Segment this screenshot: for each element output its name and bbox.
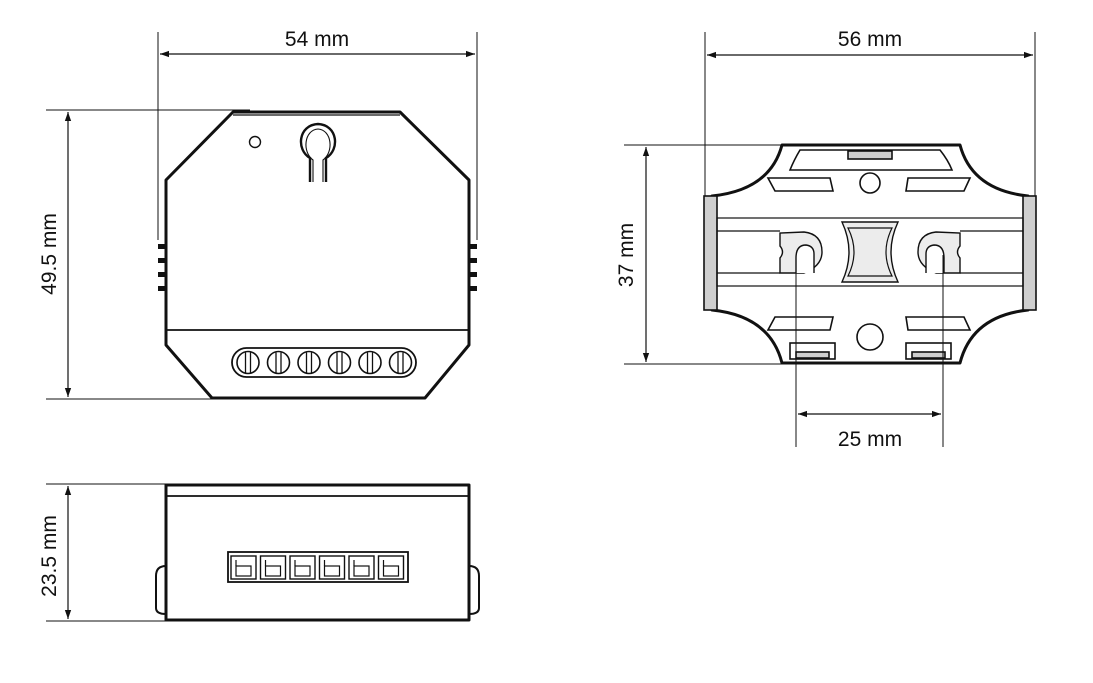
terminal-screw-icon — [327, 350, 352, 375]
terminal-opening-icon — [289, 555, 316, 580]
front-view: 54 mm 49.5 mm — [38, 28, 478, 400]
terminal-screw-icon — [236, 350, 260, 375]
rear-lower-hole-icon — [856, 323, 884, 351]
rear-right-keyhole-icon — [917, 231, 961, 274]
side-terminal-block — [227, 551, 409, 583]
rear-left-keyhole-icon — [779, 231, 823, 274]
terminal-screw-icon — [358, 350, 382, 375]
side-view: 23.5 mm — [38, 483, 480, 622]
rear-inner-plate — [716, 217, 1024, 287]
rear-left-clip — [703, 195, 718, 311]
rear-slot-lower-left — [766, 316, 835, 331]
side-right-tab — [468, 564, 480, 616]
rear-top-slot — [788, 149, 954, 171]
terminal-screw-icon — [297, 350, 321, 375]
terminal-screw-icon — [388, 350, 413, 375]
rear-view: 56 mm 37 mm — [615, 28, 1037, 451]
led-indicator-icon — [248, 135, 262, 149]
front-width-label: 54 mm — [285, 28, 349, 51]
terminal-opening-icon — [348, 555, 375, 580]
rear-width-label: 56 mm — [838, 28, 902, 51]
front-right-vents — [469, 244, 477, 291]
front-left-vents — [158, 244, 166, 291]
terminal-screw-icon — [266, 350, 291, 375]
rear-slot-upper-left — [766, 177, 835, 192]
side-depth-label: 23.5 mm — [38, 515, 61, 597]
terminal-opening-icon — [377, 555, 405, 580]
rear-center-cutout — [840, 221, 900, 283]
rear-slot-lower-right — [905, 316, 972, 331]
rear-slot-upper-right — [905, 177, 972, 192]
rear-top-tab — [847, 150, 893, 160]
antenna-loop-icon — [299, 122, 337, 182]
rear-height-label: 37 mm — [615, 223, 638, 287]
front-height-label: 49.5 mm — [38, 213, 61, 295]
rear-right-clip — [1022, 195, 1037, 311]
terminal-opening-icon — [259, 555, 287, 580]
terminal-opening-icon — [318, 555, 346, 580]
front-terminal-screws — [231, 347, 417, 378]
side-left-tab — [155, 564, 167, 616]
side-housing-outline — [164, 483, 471, 622]
rear-upper-hole-icon — [859, 172, 881, 194]
rear-spacing-label: 25 mm — [838, 428, 902, 451]
terminal-opening-icon — [230, 555, 257, 580]
